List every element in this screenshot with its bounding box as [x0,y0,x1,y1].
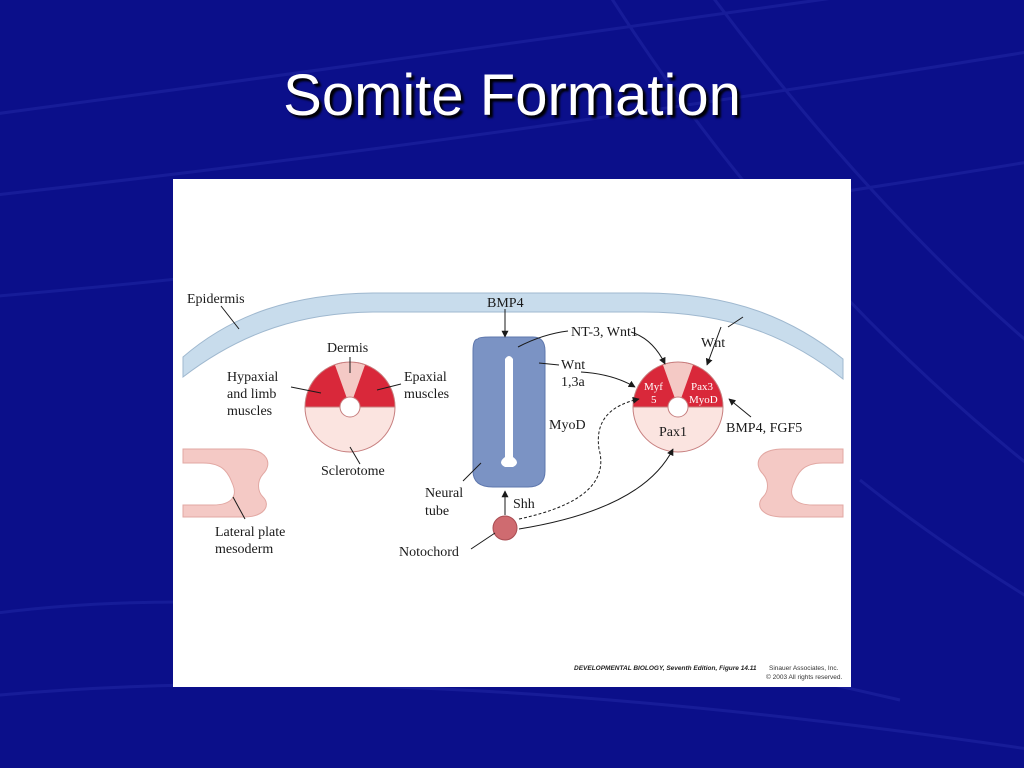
label-shh: Shh [513,497,535,512]
label-myf5-2: 5 [651,394,657,406]
leader-epidermis [220,305,240,330]
label-epaxial-1: Epaxial [404,370,447,385]
label-dermis: Dermis [327,341,368,356]
label-wnt13a-1: Wnt [561,358,585,373]
credit-title: DEVELOPMENTAL BIOLOGY, Seventh Edition, … [574,665,757,672]
label-lateral-1: Lateral plate [215,525,285,540]
label-pax3: Pax3 [691,381,714,393]
leader-neural [462,462,482,482]
arrow-wnt13a [580,371,636,388]
leader-wnt-right [727,316,744,328]
label-neural-1: Neural [425,486,463,501]
credit-rights: © 2003 All rights reserved. [766,673,843,681]
label-sclerotome: Sclerotome [321,464,385,479]
lateral-plate-mesoderm-left [182,448,269,518]
leader-wnt13a [538,362,560,366]
arrow-myod-dashed [518,396,640,520]
right-somite [632,361,724,453]
label-nt3-wnt1: NT-3, Wnt1 [571,325,638,340]
arrow-nt3-somite [630,331,666,365]
somite-diagram: Epidermis BMP4 NT-3, Wnt1 Wnt Dermis Hyp… [182,292,844,681]
label-bmp4-fgf5: BMP4, FGF5 [726,421,802,436]
arrow-wnt-right [705,326,722,366]
neural-tube [472,336,546,488]
leader-sclerotome [349,446,361,465]
leader-epaxial [376,383,402,391]
label-myod: MyoD [549,418,586,433]
label-epaxial-2: muscles [404,387,449,402]
leader-hypaxial [290,386,322,394]
label-notochord: Notochord [399,545,459,560]
arrow-bmp4-fgf5 [728,398,752,418]
left-somite [304,361,396,453]
label-hypaxial-3: muscles [227,404,272,419]
label-epidermis: Epidermis [187,292,245,307]
label-bmp4-top: BMP4 [487,296,524,311]
lateral-plate-mesoderm-right [757,448,844,518]
label-pax1: Pax1 [659,425,687,440]
slide-title: Somite Formation [283,63,741,128]
label-lateral-2: mesoderm [215,542,273,557]
figure-panel: Epidermis BMP4 NT-3, Wnt1 Wnt Dermis Hyp… [173,179,851,687]
epidermis-band [182,292,844,381]
label-wnt-right: Wnt [701,336,725,351]
label-neural-2: tube [425,504,449,519]
label-myod-inner: MyoD [689,394,718,406]
label-hypaxial-2: and limb [227,387,276,402]
label-wnt13a-2: 1,3a [561,375,586,390]
leader-lateral [232,496,246,520]
notochord [492,515,518,541]
label-myf5-1: Myf [644,381,663,393]
credit-publisher: Sinauer Associates, Inc. [769,665,839,672]
arrow-nt3 [517,330,569,348]
label-hypaxial-1: Hypaxial [227,370,278,385]
arrow-notochord-pax1 [518,448,674,530]
leader-notochord [470,532,496,550]
